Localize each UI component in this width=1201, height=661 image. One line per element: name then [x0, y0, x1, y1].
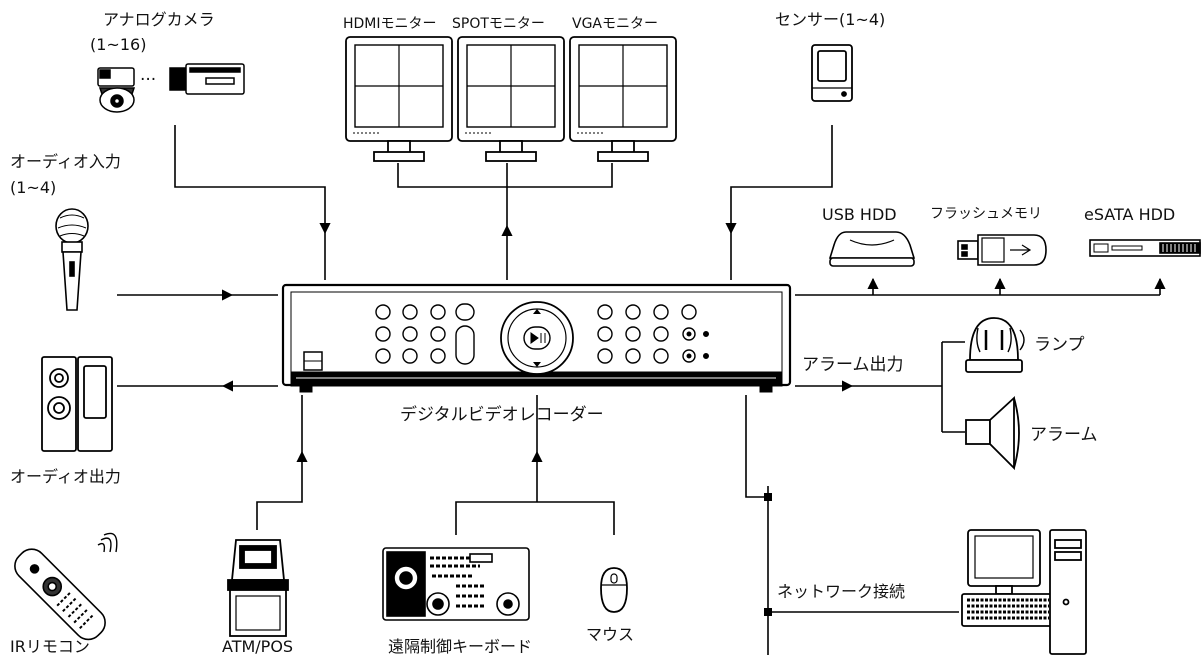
network-line: [745, 395, 768, 498]
monitor-icon: [457, 36, 565, 162]
usb-hdd-label: USB HDD: [822, 205, 897, 224]
keyboard-label: 遠隔制御キーボード: [388, 637, 532, 656]
ir-remote-label: IRリモコン: [10, 637, 90, 656]
lamp-icon: [965, 317, 1025, 373]
esata-hdd-label: eSATA HDD: [1084, 205, 1175, 224]
keyboard-mouse-line: [455, 501, 615, 535]
lamp-label: ランプ: [1034, 335, 1085, 355]
speaker-icon: [41, 356, 113, 452]
alarm-label: アラーム: [1030, 425, 1098, 445]
network-label: ネットワーク接続: [777, 582, 905, 601]
atm-icon: [227, 539, 289, 637]
sensor-line: [725, 125, 833, 235]
esata-hdd-icon: [1089, 239, 1201, 257]
sensor-label: センサー(1~4): [775, 10, 885, 29]
dvr-label: デジタルビデオレコーダー: [400, 404, 604, 425]
monitor-icon: [569, 36, 677, 162]
analog-camera-range: (1~16): [90, 35, 146, 54]
spot-monitor-label: SPOTモニター: [452, 16, 545, 32]
alarm-speaker-icon: [965, 395, 1020, 471]
sensor-icon: [811, 44, 853, 102]
hdmi-monitor-label: HDMIモニター: [343, 16, 437, 32]
computer-icon: [961, 529, 1087, 655]
flash-memory-icon: [957, 234, 1047, 266]
usb-hdd-icon: [828, 231, 916, 267]
mouse-label: マウス: [586, 625, 634, 644]
remote-control-icon: [14, 532, 118, 641]
monitor-icon: [345, 36, 453, 162]
camera-ellipsis: ···: [140, 70, 156, 90]
atm-line: [256, 450, 308, 530]
mouse-icon: [600, 567, 628, 613]
microphone-icon: [55, 208, 89, 311]
keyboard-controller-icon: [382, 547, 530, 621]
flash-memory-label: フラッシュメモリ: [930, 206, 1042, 222]
audio-input-range: (1~4): [10, 178, 56, 197]
camera-icon: [97, 63, 245, 113]
camera-line: [174, 125, 331, 235]
audio-input-label: オーディオ入力: [10, 152, 121, 171]
atm-pos-label: ATM/POS: [222, 637, 293, 656]
vga-monitor-label: VGAモニター: [572, 16, 658, 32]
monitor-bus-line: [397, 163, 613, 188]
analog-camera-label: アナログカメラ: [103, 10, 215, 29]
audio-output-label: オーディオ出力: [10, 467, 121, 486]
connection-lines: [117, 125, 1166, 655]
dvr-icon: [281, 283, 792, 393]
alarm-output-label: アラーム出力: [802, 355, 904, 375]
